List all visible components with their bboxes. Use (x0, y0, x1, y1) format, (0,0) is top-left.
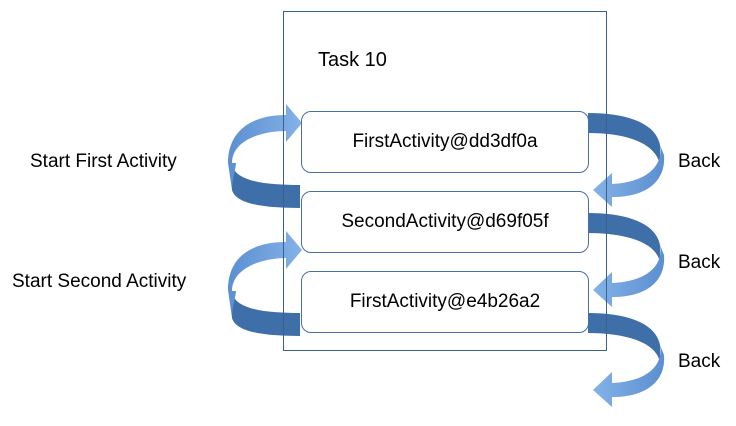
task-container (283, 11, 607, 351)
back-label-3: Back (678, 351, 721, 372)
back-label-2: Back (678, 252, 721, 273)
activity-box-first-2: FirstActivity@e4b26a2 (301, 271, 589, 333)
start-first-activity-label: Start First Activity (30, 151, 177, 172)
task-title: Task 10 (318, 49, 387, 71)
back-label-1: Back (678, 151, 721, 172)
activity-box-second: SecondActivity@d69f05f (301, 191, 589, 253)
activity-box-first-1: FirstActivity@dd3df0a (301, 111, 589, 173)
start-second-activity-label: Start Second Activity (12, 271, 187, 292)
